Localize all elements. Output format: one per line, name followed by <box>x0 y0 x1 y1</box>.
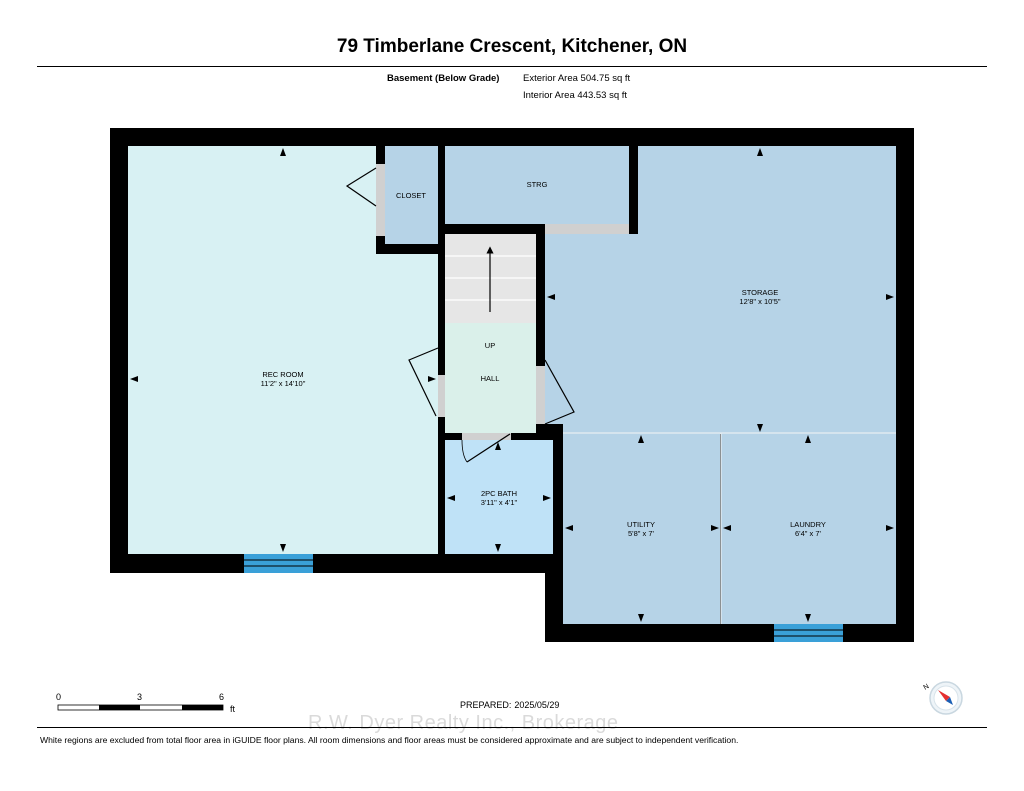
scale-bar <box>57 704 224 711</box>
hall-name: HALL <box>481 374 500 383</box>
rec-room-name: REC ROOM <box>262 370 303 379</box>
laundry-dims: 6'4" x 7' <box>795 529 822 538</box>
scale-tick-0: 0 <box>56 692 62 702</box>
laundry-name: LAUNDRY <box>790 520 826 529</box>
footer-note: White regions are excluded from total fl… <box>40 735 739 745</box>
exterior-area: Exterior Area 504.75 sq ft <box>523 73 631 84</box>
rec-room-dims: 11'2" x 14'10" <box>261 379 306 388</box>
utility-dims: 5'8" x 7' <box>628 529 655 538</box>
window <box>774 624 843 642</box>
door-swing <box>544 359 575 425</box>
footer-rule <box>37 727 987 728</box>
room-storage <box>545 234 896 434</box>
door-swing <box>345 167 377 207</box>
north-arrow-compass-icon <box>929 681 963 715</box>
door-swing <box>408 347 439 417</box>
wall <box>536 224 545 354</box>
closet-name: CLOSET <box>396 191 426 200</box>
window <box>244 554 313 573</box>
bath-dims: 3'11" x 4'1" <box>481 498 518 507</box>
scale-tick-6: 6 <box>219 692 225 702</box>
prepared-date: PREPARED:2025/05/29 <box>460 700 559 710</box>
scale-unit: ft <box>230 704 236 714</box>
door-gap <box>545 224 629 234</box>
wall <box>438 146 445 554</box>
watermark: R.W. Dyer Realty Inc., Brokerage <box>308 712 619 734</box>
door-swing <box>461 439 468 463</box>
wall <box>536 354 545 366</box>
scale-tick-3: 3 <box>137 692 143 702</box>
storage-dims: 12'8" x 10'5" <box>739 297 780 306</box>
room-closet <box>385 146 438 244</box>
room-laundry <box>721 433 896 624</box>
door-gap <box>376 164 385 236</box>
up-label: UP <box>485 341 495 350</box>
door-gap <box>462 433 511 440</box>
wall <box>536 424 563 433</box>
prepared-label: PREPARED: <box>460 700 512 710</box>
wall <box>629 146 638 234</box>
wall <box>445 224 545 234</box>
bath-name: 2PC BATH <box>481 489 517 498</box>
header-rule <box>37 66 987 67</box>
room-bath <box>445 440 553 554</box>
page-title: 79 Timberlane Crescent, Kitchener, ON <box>336 36 688 57</box>
door-gap <box>536 366 545 424</box>
wall <box>376 244 438 254</box>
room-utility <box>563 433 720 624</box>
wall <box>553 433 563 554</box>
room-strg <box>445 146 629 224</box>
utility-name: UTILITY <box>627 520 655 529</box>
level-label: Basement (Below Grade) <box>387 73 500 84</box>
storage-name: STORAGE <box>742 288 779 297</box>
compass-n-label: N <box>923 683 931 692</box>
dimension-arrows <box>130 148 894 622</box>
door-gap <box>438 375 445 417</box>
strg-name: STRG <box>527 180 548 189</box>
interior-area: Interior Area 443.53 sq ft <box>523 90 628 101</box>
door-swing <box>466 433 511 463</box>
room-storage-upper <box>638 146 896 234</box>
prepared-value: 2025/05/29 <box>514 700 560 710</box>
